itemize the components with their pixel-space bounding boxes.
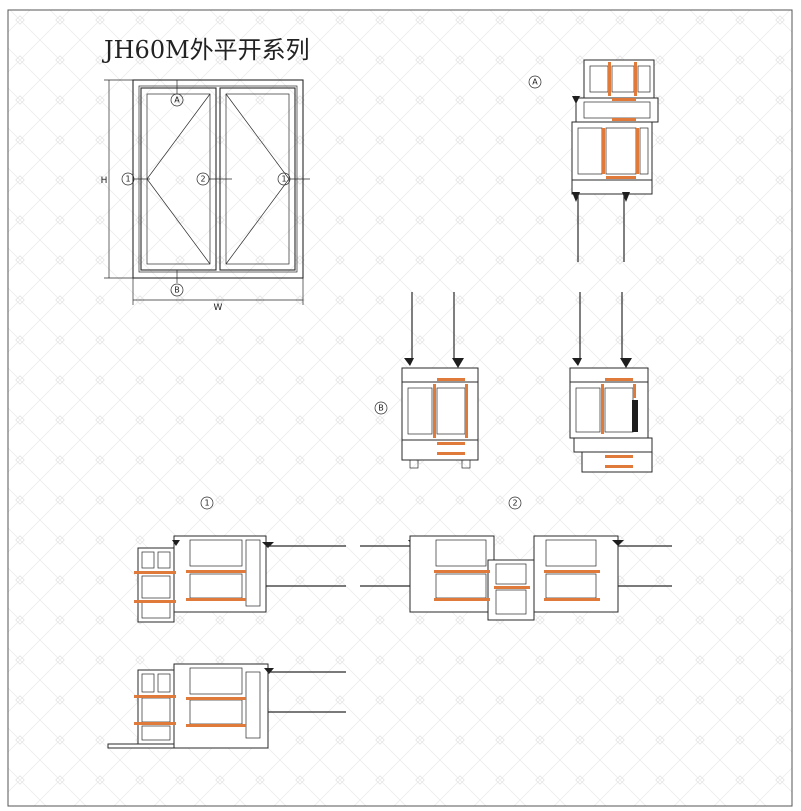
section-3-profile: [107, 663, 346, 749]
svg-text:2: 2: [512, 499, 517, 508]
height-label: H: [101, 176, 108, 186]
callout-a-section: A: [528, 75, 542, 89]
svg-text:1: 1: [204, 499, 209, 508]
section-b-profile: [401, 292, 479, 469]
svg-text:B: B: [378, 404, 384, 413]
callout-2-section: 2: [508, 496, 522, 510]
svg-text:1: 1: [281, 175, 286, 184]
section-1-profile: [134, 535, 346, 623]
callout-b-section: B: [374, 401, 388, 415]
drawing-frame: [7, 9, 793, 807]
callout-b-elevation: B: [170, 283, 184, 297]
section-a-profile: [571, 59, 659, 262]
svg-text:2: 2: [200, 175, 205, 184]
sheet-title: JH60M外平开系列: [101, 36, 310, 64]
callout-1-right: 1: [277, 172, 291, 186]
svg-text:A: A: [174, 96, 180, 105]
svg-text:A: A: [532, 78, 538, 87]
callout-a-elevation: A: [170, 93, 184, 107]
callout-2-center: 2: [196, 172, 210, 186]
window-elevation: H W: [101, 79, 310, 313]
callout-1-left: 1: [121, 172, 135, 186]
section-b-profile-alt: [569, 292, 653, 473]
width-label: W: [214, 303, 223, 313]
svg-text:1: 1: [125, 175, 130, 184]
callout-1-section: 1: [200, 496, 214, 510]
section-2-profile: [360, 535, 672, 621]
svg-text:B: B: [174, 286, 180, 295]
